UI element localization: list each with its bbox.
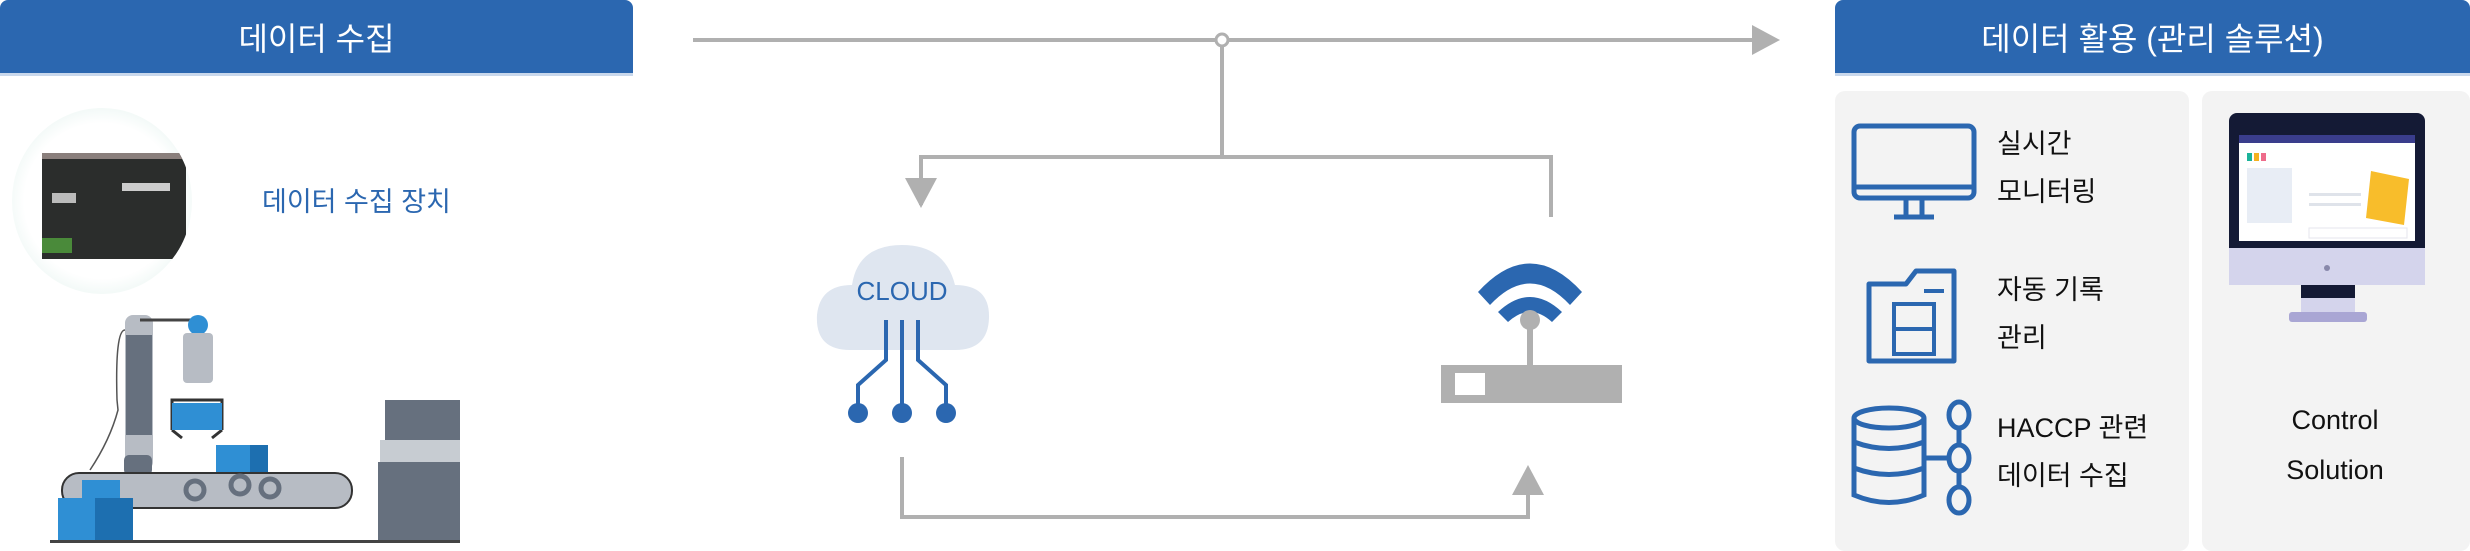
data-utilization-header: 데이터 활용 (관리 솔루션) xyxy=(1835,0,2470,76)
database-icon xyxy=(1851,399,1972,516)
cloud-icon xyxy=(816,245,990,423)
arrow-head-up xyxy=(1512,465,1544,495)
header-title: 데이터 활용 (관리 솔루션) xyxy=(1981,20,2324,57)
arrow-head-down xyxy=(905,178,937,208)
monitor-icon xyxy=(1851,123,1977,220)
file-cabinet-icon xyxy=(1866,268,1957,364)
junction-node xyxy=(1214,32,1230,48)
data-collection-header: 데이터 수집 xyxy=(0,0,633,76)
device-label: 데이터 수집 장치 xyxy=(262,187,451,217)
collection-device-photo xyxy=(12,108,192,294)
dashboard-monitor-icon xyxy=(2229,113,2425,322)
header-title: 데이터 수집 xyxy=(238,20,395,57)
arrow-head-right xyxy=(1752,25,1780,55)
cloud-label: CLOUD xyxy=(856,276,948,306)
wifi-router-icon xyxy=(1441,263,1622,403)
factory-robot-illustration xyxy=(50,315,460,543)
